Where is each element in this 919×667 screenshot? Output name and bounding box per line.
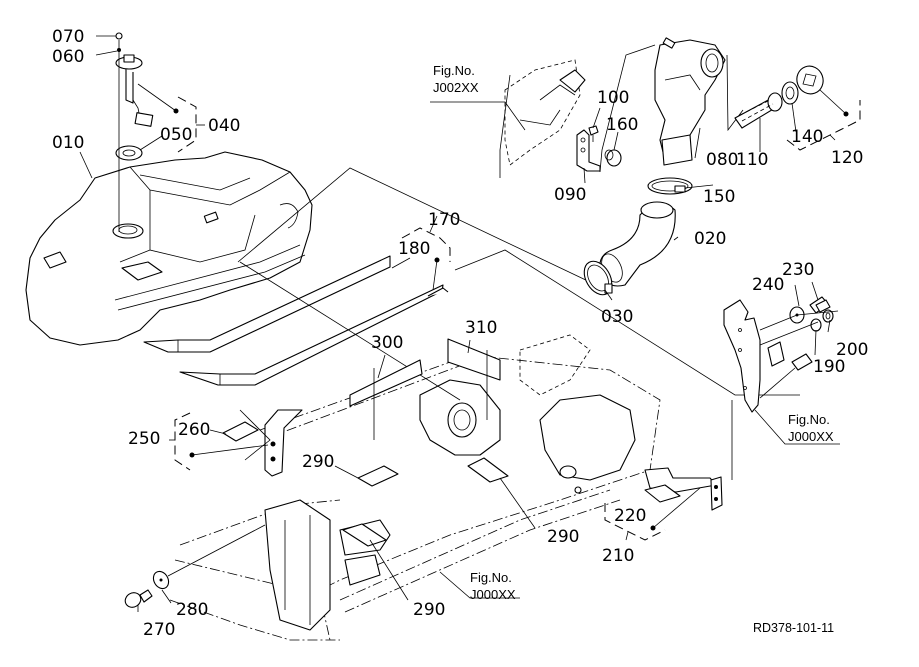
packing-140[interactable] <box>781 81 799 105</box>
cushion-290-a[interactable] <box>357 465 399 487</box>
label-290-c: 290 <box>413 600 445 620</box>
label-290-a: 290 <box>302 452 334 472</box>
label-300: 300 <box>371 333 403 353</box>
label-260: 260 <box>178 420 210 440</box>
fuel-cap[interactable] <box>793 62 827 97</box>
label-180: 180 <box>398 239 430 259</box>
label-050: 050 <box>160 125 192 145</box>
label-230: 230 <box>782 260 814 280</box>
tank-band-170[interactable] <box>179 284 449 386</box>
label-070: 070 <box>52 27 84 47</box>
label-290-b: 290 <box>547 527 579 547</box>
strainer-110[interactable] <box>734 92 783 129</box>
pad-260[interactable] <box>222 421 259 442</box>
bracket-fig-j002 <box>499 59 586 178</box>
fig-ref-j000-bottom-line1[interactable]: Fig.No. <box>470 570 512 585</box>
tank-band-180[interactable] <box>143 255 391 353</box>
label-160: 160 <box>606 115 638 135</box>
washer-190[interactable] <box>810 318 822 332</box>
cushion-290-c[interactable] <box>342 523 387 547</box>
bolt-100[interactable] <box>588 125 599 142</box>
label-190: 190 <box>813 357 845 377</box>
label-250: 250 <box>128 429 160 449</box>
label-210: 210 <box>602 546 634 566</box>
gasket-050[interactable] <box>115 145 143 161</box>
bracket-fig-j000-right <box>723 299 785 480</box>
label-110: 110 <box>736 150 768 170</box>
fig-ref-j002-line1[interactable]: Fig.No. <box>433 63 475 78</box>
fig-ref-j000-right-line2[interactable]: J000XX <box>788 429 834 444</box>
label-030: 030 <box>601 307 633 327</box>
label-080: 080 <box>706 150 738 170</box>
label-240: 240 <box>752 275 784 295</box>
label-310: 310 <box>465 318 497 338</box>
cushion-310[interactable] <box>447 338 501 420</box>
label-140: 140 <box>791 127 823 147</box>
label-220: 220 <box>614 506 646 526</box>
label-200: 200 <box>836 340 868 360</box>
label-100: 100 <box>597 88 629 108</box>
bracket-090[interactable] <box>576 129 601 172</box>
fig-ref-j000-right-line1[interactable]: Fig.No. <box>788 412 830 427</box>
drawing-code: RD378-101-11 <box>753 621 834 635</box>
drain-plug-270[interactable] <box>123 589 153 610</box>
cushion-290-b[interactable] <box>467 457 509 483</box>
cushion-300[interactable] <box>349 359 423 440</box>
nut-070[interactable] <box>115 32 123 40</box>
filler-neck-080[interactable] <box>654 37 726 166</box>
hose-clamp-030[interactable] <box>579 256 618 299</box>
group-bracket-120 <box>786 100 861 151</box>
washer-280[interactable] <box>150 569 171 592</box>
group-bracket-040 <box>177 96 197 153</box>
label-020: 020 <box>694 229 726 249</box>
group-bracket-210 <box>604 503 666 541</box>
label-090: 090 <box>554 185 586 205</box>
label-270: 270 <box>143 620 175 640</box>
nut-200[interactable] <box>822 309 834 323</box>
label-010: 010 <box>52 133 84 153</box>
plug-160[interactable] <box>604 149 622 167</box>
label-150: 150 <box>703 187 735 207</box>
bolt-right-lower <box>791 353 813 371</box>
label-170: 170 <box>428 210 460 230</box>
label-280: 280 <box>176 600 208 620</box>
fuel-gauge-sender-unit[interactable] <box>115 54 154 127</box>
hose-clamp-150[interactable] <box>647 177 693 195</box>
fig-ref-j002-line2[interactable]: J002XX <box>433 80 479 95</box>
label-060: 060 <box>52 47 84 67</box>
group-bracket-170 <box>401 227 451 262</box>
label-120: 120 <box>831 148 863 168</box>
fuel-tank[interactable] <box>25 151 313 346</box>
fig-ref-j000-bottom-line2[interactable]: J000XX <box>470 587 516 602</box>
pad-220[interactable] <box>644 484 681 503</box>
bracket-250[interactable] <box>239 409 303 477</box>
label-040: 040 <box>208 116 240 136</box>
